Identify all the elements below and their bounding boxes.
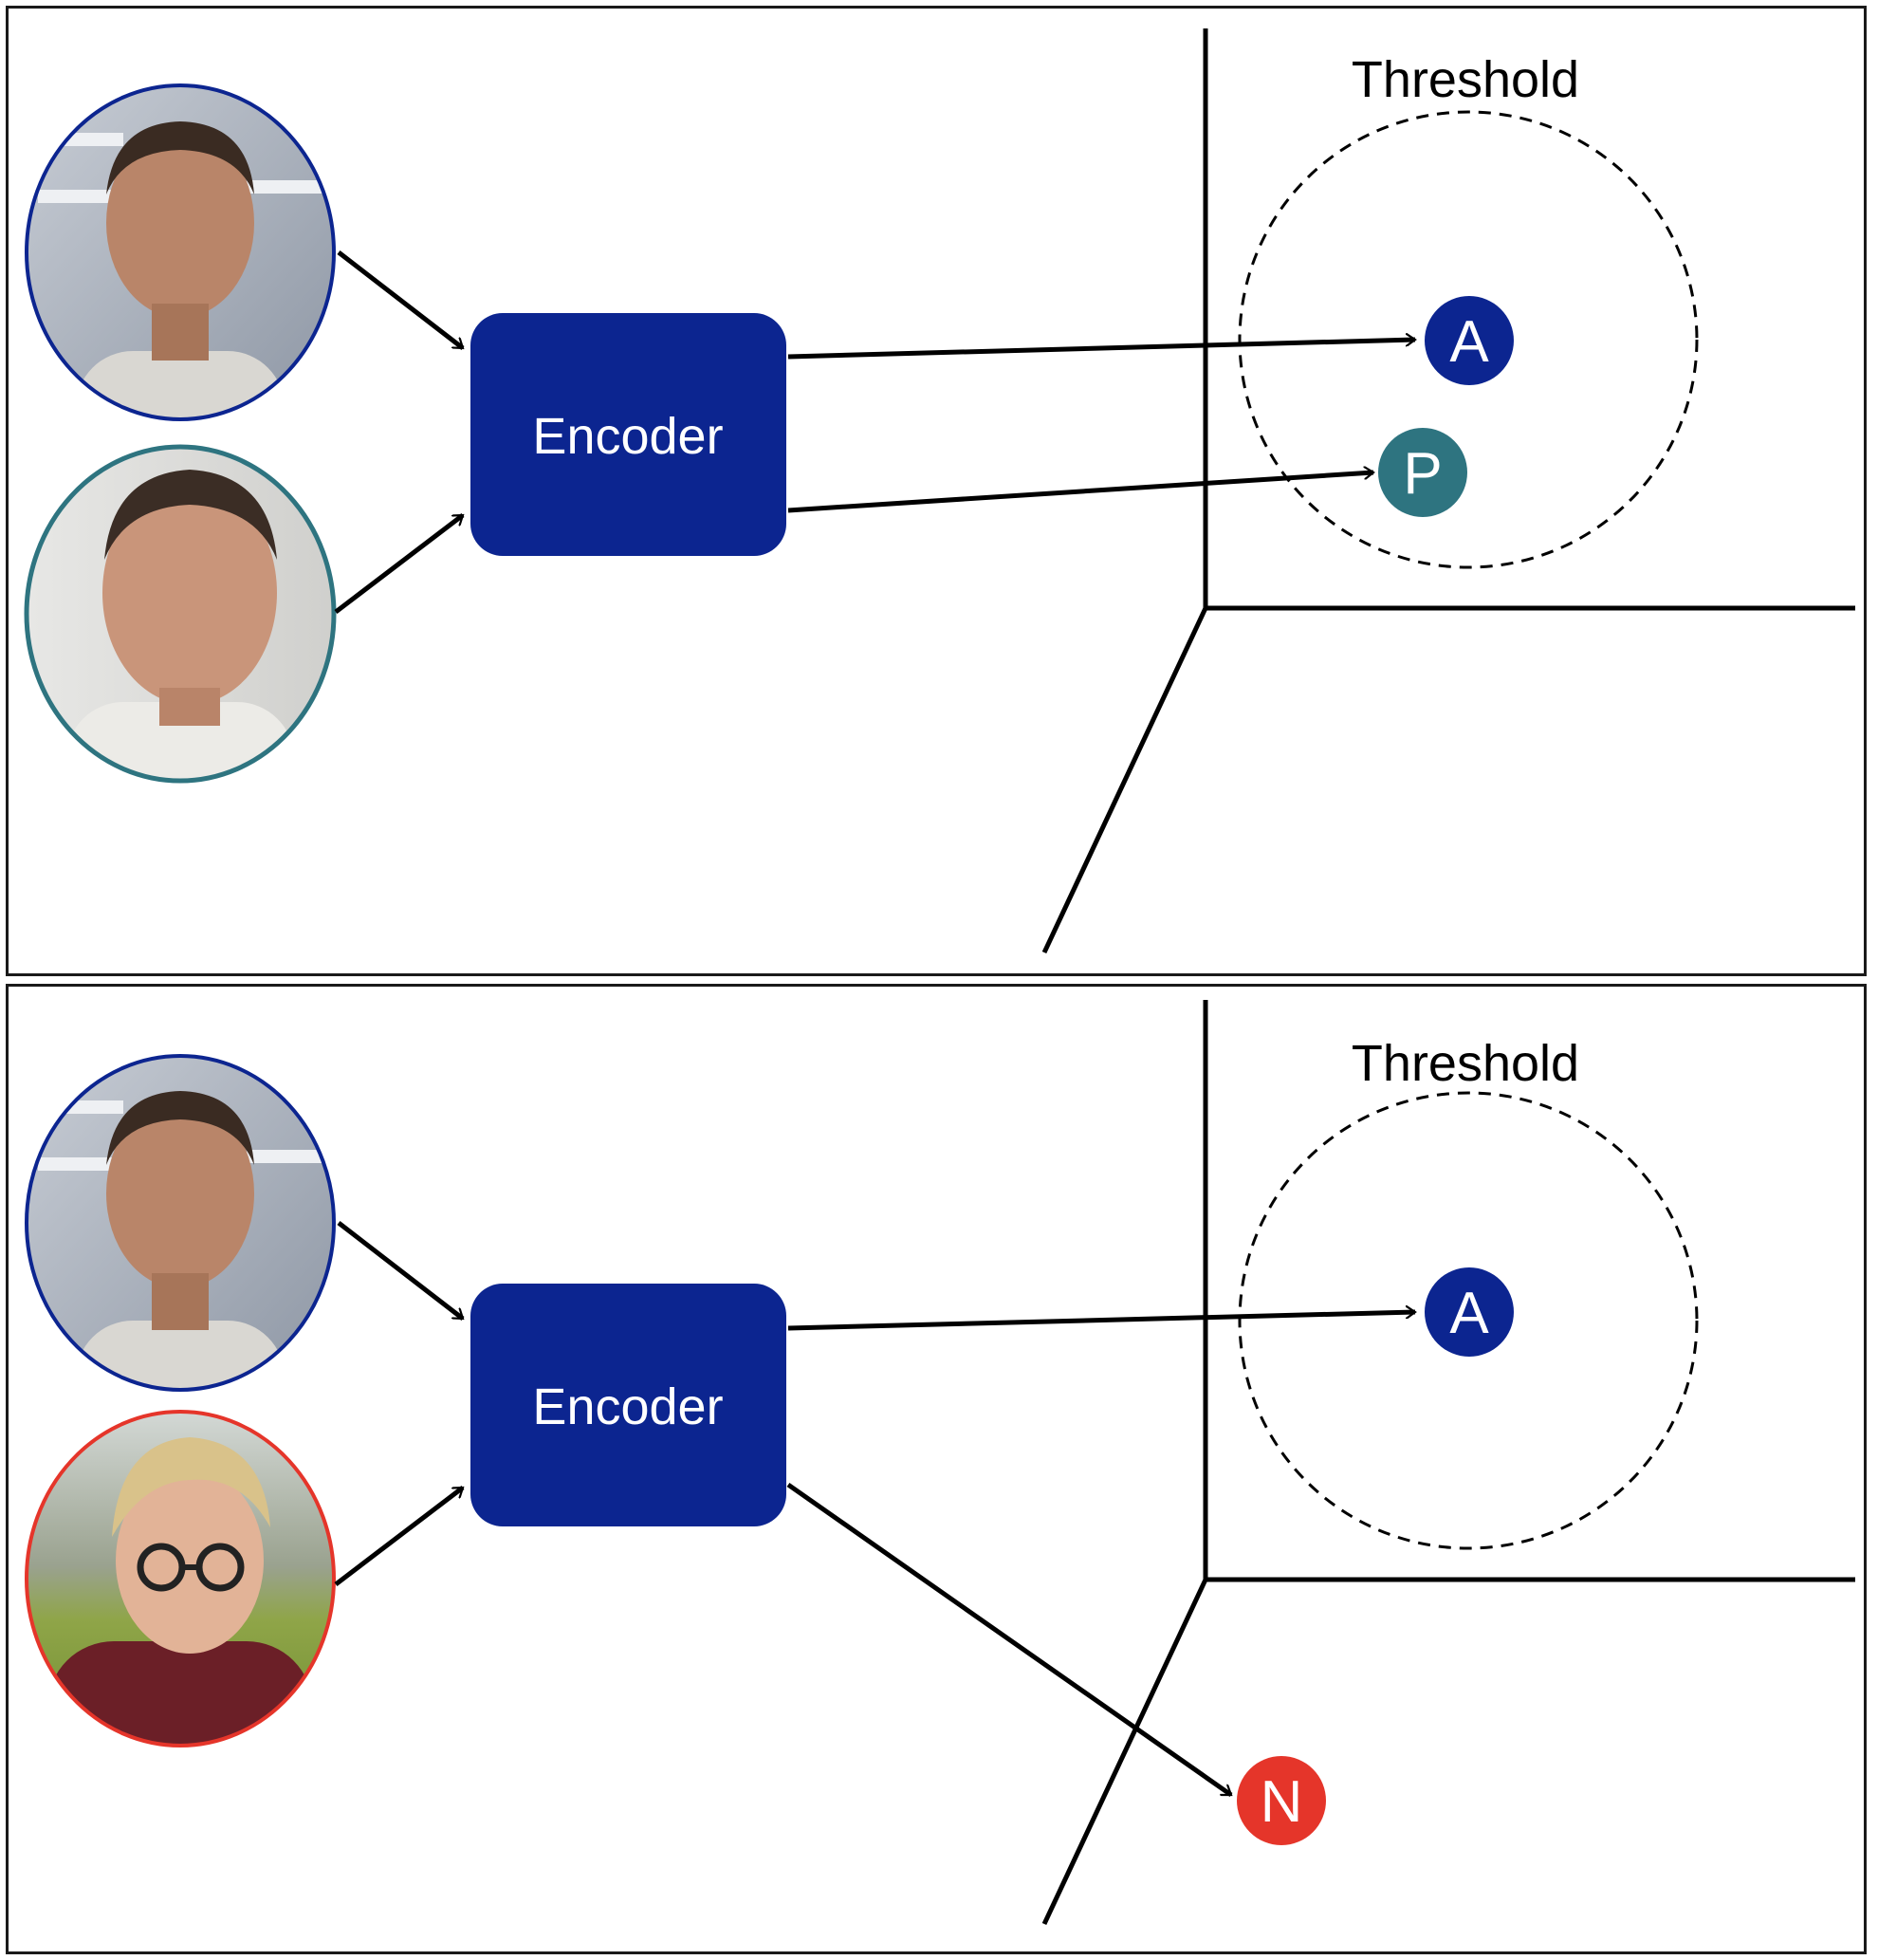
positive-photo-border (24, 444, 337, 784)
anchor-point: A (1425, 1267, 1514, 1357)
svg-text:N: N (1261, 1769, 1303, 1835)
anchor-photo-border (25, 1054, 336, 1392)
anchor-photo-border (25, 83, 336, 421)
negative-photo-border (25, 1410, 336, 1747)
svg-text:A: A (1449, 1281, 1489, 1346)
arrow-encoder-to-anchor-point (787, 340, 1415, 360)
svg-text:A: A (1449, 309, 1489, 375)
threshold-label: Threshold (1352, 51, 1579, 108)
threshold-label: Threshold (1352, 1035, 1579, 1092)
encoder-label: Encoder (532, 408, 723, 465)
top-encoder-box: Encoder (470, 313, 786, 556)
arrow-negative-to-encoder (334, 1486, 463, 1586)
positive-point: P (1378, 428, 1467, 517)
arrow-anchor-to-encoder (337, 1221, 465, 1321)
top-panel (6, 6, 1867, 976)
threshold-circle (1238, 1091, 1699, 1550)
arrow-anchor-to-encoder (337, 250, 465, 350)
bottom-input-anchor-photo (25, 1054, 336, 1392)
top-input-anchor-photo (25, 83, 336, 421)
threshold-circle (1238, 110, 1699, 569)
arrow-positive-to-encoder (334, 513, 463, 614)
top-input-positive-photo (24, 444, 337, 784)
arrow-encoder-to-positive-point (787, 472, 1373, 513)
svg-text:P: P (1403, 441, 1442, 507)
negative-point: N (1237, 1756, 1326, 1845)
encoder-label: Encoder (532, 1378, 723, 1435)
anchor-point: A (1425, 296, 1514, 385)
top-embedding-axes (1041, 28, 1855, 954)
bottom-embedding-axes (1041, 1000, 1855, 1926)
arrow-encoder-to-anchor-point (787, 1312, 1415, 1331)
arrow-encoder-to-negative-point (786, 1482, 1231, 1798)
bottom-input-negative-photo (25, 1410, 336, 1747)
bottom-encoder-box: Encoder (470, 1284, 786, 1526)
